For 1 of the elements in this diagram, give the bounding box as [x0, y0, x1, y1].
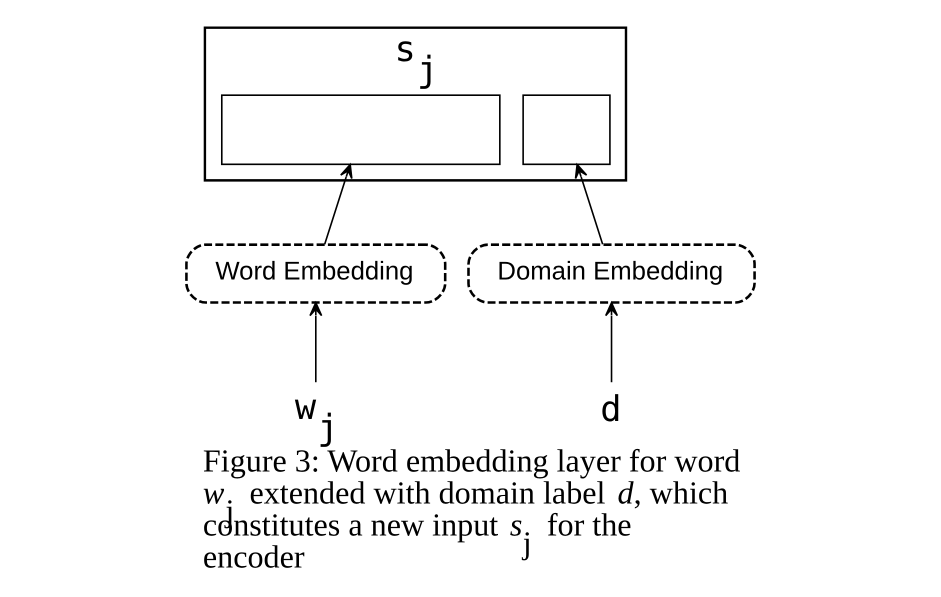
- node-text: d: [600, 388, 622, 430]
